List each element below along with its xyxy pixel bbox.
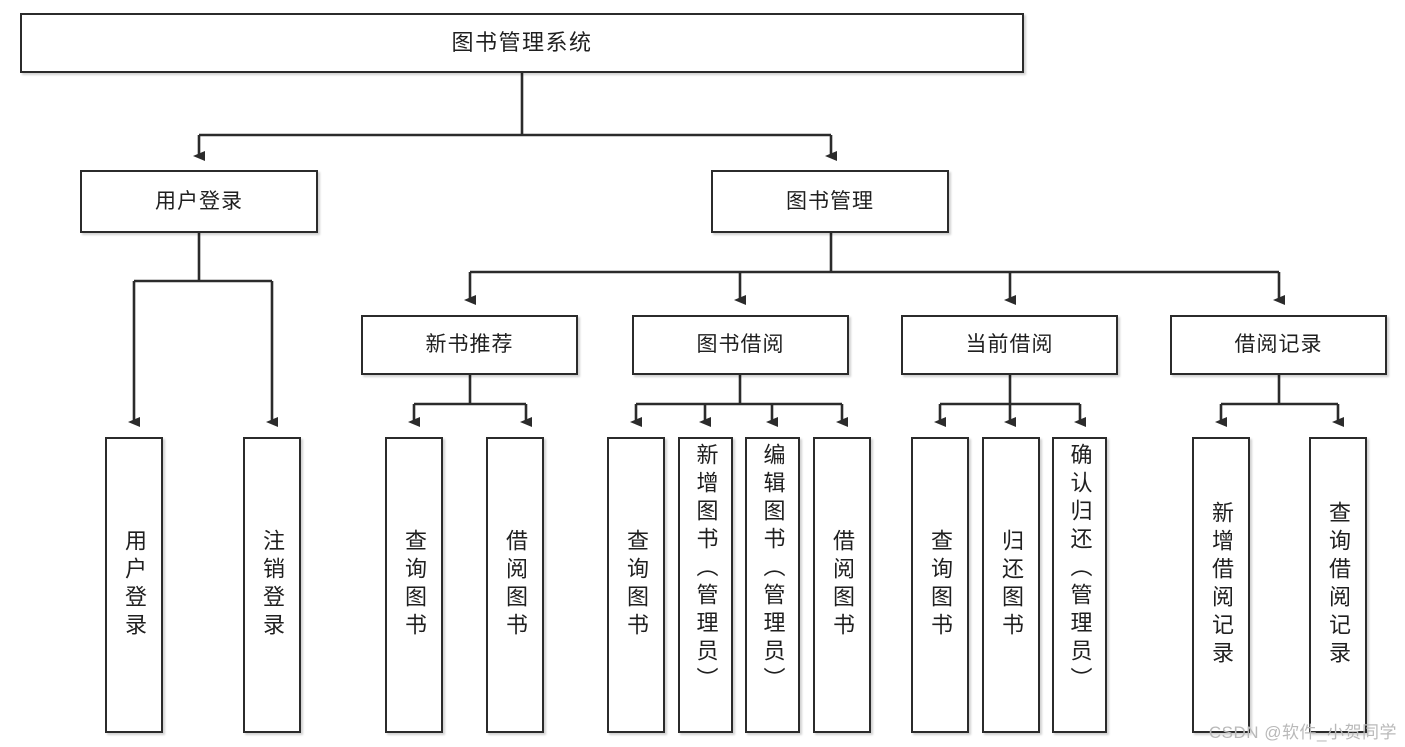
node-current-borrow[interactable]: 当前借阅 <box>901 315 1118 375</box>
node-book-manage-label: 图书管理 <box>786 189 874 213</box>
leaf-add-book[interactable]: 新增图书（管理员） <box>678 437 733 733</box>
leaf-add-record[interactable]: 新增借阅记录 <box>1192 437 1250 733</box>
node-root[interactable]: 图书管理系统 <box>20 13 1024 73</box>
leaf-edit-book[interactable]: 编辑图书（管理员） <box>745 437 800 733</box>
node-new-book-rec[interactable]: 新书推荐 <box>361 315 578 375</box>
leaf-user-login-label: 用户登录 <box>122 529 147 641</box>
leaf-query-book-3[interactable]: 查询图书 <box>911 437 969 733</box>
leaf-return-book[interactable]: 归还图书 <box>982 437 1040 733</box>
node-new-book-rec-label: 新书推荐 <box>425 333 514 357</box>
node-book-manage[interactable]: 图书管理 <box>711 170 949 233</box>
leaf-add-book-label: 新增图书（管理员） <box>693 443 719 695</box>
node-user-login-label: 用户登录 <box>155 189 243 213</box>
leaf-query-book-3-label: 查询图书 <box>928 529 953 641</box>
leaf-query-book-1-label: 查询图书 <box>402 529 427 641</box>
leaf-borrow-book-2-label: 借阅图书 <box>830 529 855 641</box>
leaf-confirm-return-label: 确认归还（管理员） <box>1067 443 1093 695</box>
leaf-query-book-2[interactable]: 查询图书 <box>607 437 665 733</box>
node-borrow-record[interactable]: 借阅记录 <box>1170 315 1387 375</box>
node-book-borrow-label: 图书借阅 <box>696 333 785 357</box>
leaf-user-logout[interactable]: 注销登录 <box>243 437 301 733</box>
leaf-query-book-2-label: 查询图书 <box>624 529 649 641</box>
leaf-edit-book-label: 编辑图书（管理员） <box>760 443 786 695</box>
leaf-confirm-return[interactable]: 确认归还（管理员） <box>1052 437 1107 733</box>
node-current-borrow-label: 当前借阅 <box>965 333 1054 357</box>
watermark: CSDN @软件_小贺同学 <box>1208 723 1397 742</box>
leaf-query-book-1[interactable]: 查询图书 <box>385 437 443 733</box>
leaf-user-login[interactable]: 用户登录 <box>105 437 163 733</box>
node-user-login[interactable]: 用户登录 <box>80 170 318 233</box>
node-root-label: 图书管理系统 <box>451 29 593 55</box>
node-book-borrow[interactable]: 图书借阅 <box>632 315 849 375</box>
node-borrow-record-label: 借阅记录 <box>1234 333 1323 357</box>
leaf-return-book-label: 归还图书 <box>999 529 1024 641</box>
leaf-borrow-book-1[interactable]: 借阅图书 <box>486 437 544 733</box>
leaf-add-record-label: 新增借阅记录 <box>1209 501 1234 669</box>
leaf-query-record[interactable]: 查询借阅记录 <box>1309 437 1367 733</box>
leaf-borrow-book-2[interactable]: 借阅图书 <box>813 437 871 733</box>
leaf-query-record-label: 查询借阅记录 <box>1326 501 1351 669</box>
leaf-user-logout-label: 注销登录 <box>260 529 285 641</box>
leaf-borrow-book-1-label: 借阅图书 <box>503 529 528 641</box>
